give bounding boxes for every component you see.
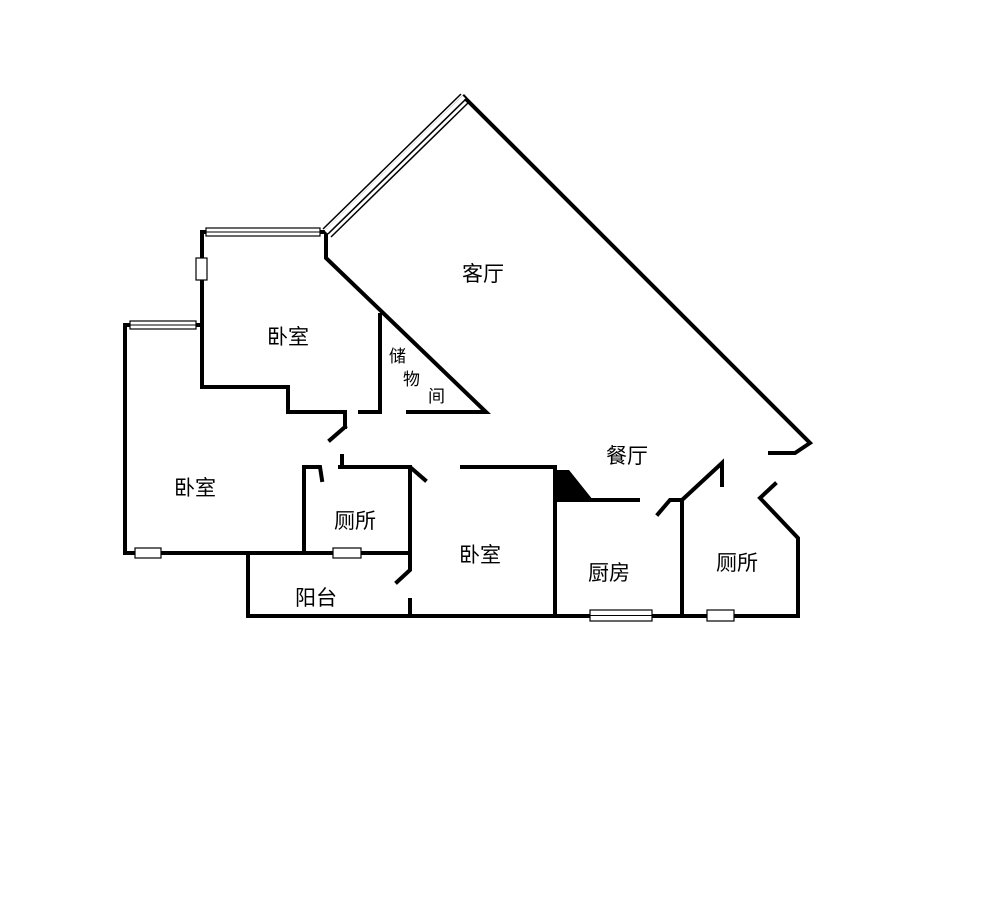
- top-bedroom-label: 卧室: [267, 325, 309, 349]
- living-room-label: 客厅: [462, 262, 504, 286]
- top-bedroom-door-leaf: [327, 424, 348, 443]
- center-bedroom-top-wall: [408, 465, 557, 618]
- walls: [123, 94, 814, 618]
- living-room-window: [322, 93, 470, 238]
- right-toilet-door-leaf: [679, 458, 724, 503]
- left-bedroom-label: 卧室: [174, 476, 216, 500]
- storage-label-3: 间: [428, 387, 445, 407]
- balcony-walls: [246, 551, 412, 618]
- left-bedroom-bottom-window: [134, 547, 162, 559]
- balcony-door: [394, 551, 412, 585]
- right-toilet-walls: [680, 481, 800, 618]
- middle-toilet-label: 厕所: [334, 509, 376, 533]
- kitchen-label: 厨房: [588, 561, 630, 585]
- left-bedroom-walls: [123, 323, 306, 555]
- kitchen-walls: [553, 498, 684, 618]
- windows: [129, 93, 735, 622]
- storage-west-wall: [358, 313, 382, 414]
- center-bedroom-label: 卧室: [459, 543, 501, 567]
- right-toilet-label: 厕所: [716, 551, 758, 575]
- storage-diagonal-wall: [324, 230, 491, 414]
- top-bedroom-walls: [200, 230, 347, 429]
- top-bedroom-side-window: [195, 257, 208, 281]
- toilet-top-wall: [338, 465, 428, 483]
- toilet-bottom-window: [332, 547, 362, 559]
- balcony-label: 阳台: [295, 586, 337, 610]
- right-toilet-window: [706, 609, 735, 622]
- structural-column: [555, 470, 593, 500]
- storage-label-2: 物: [403, 370, 420, 390]
- storage-label-1: 储: [389, 347, 406, 367]
- toilet-door-leaf: [302, 465, 325, 483]
- dining-room-label: 餐厅: [606, 444, 648, 468]
- living-room-east-wall: [461, 94, 814, 455]
